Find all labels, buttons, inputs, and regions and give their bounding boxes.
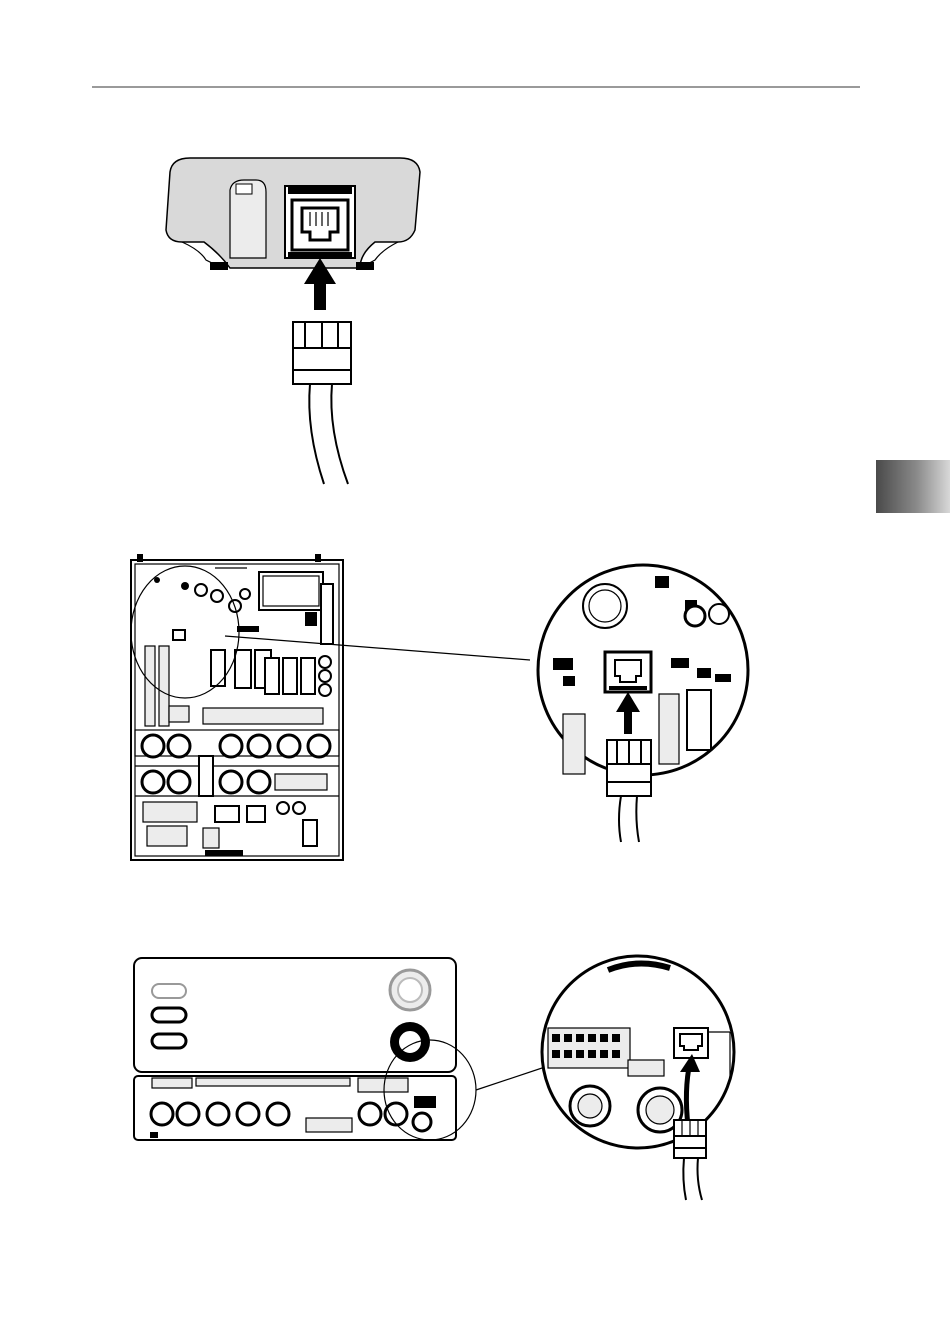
header-rule [92,86,860,88]
rj-plug-icon [607,740,651,842]
fig-keypad-back [160,150,430,490]
rj-plug-icon [293,322,351,384]
circuit-board-icon [131,554,343,860]
terminal-block-icon [134,1076,456,1140]
rj-socket-icon [605,652,651,692]
cable-icon [309,384,348,484]
fig-control-board [125,550,750,870]
rj-socket-icon [285,186,355,258]
rj-plug-icon [674,1120,706,1200]
section-tab [876,460,950,513]
fig-compact-unit [130,950,750,1210]
control-panel-icon [134,958,456,1072]
